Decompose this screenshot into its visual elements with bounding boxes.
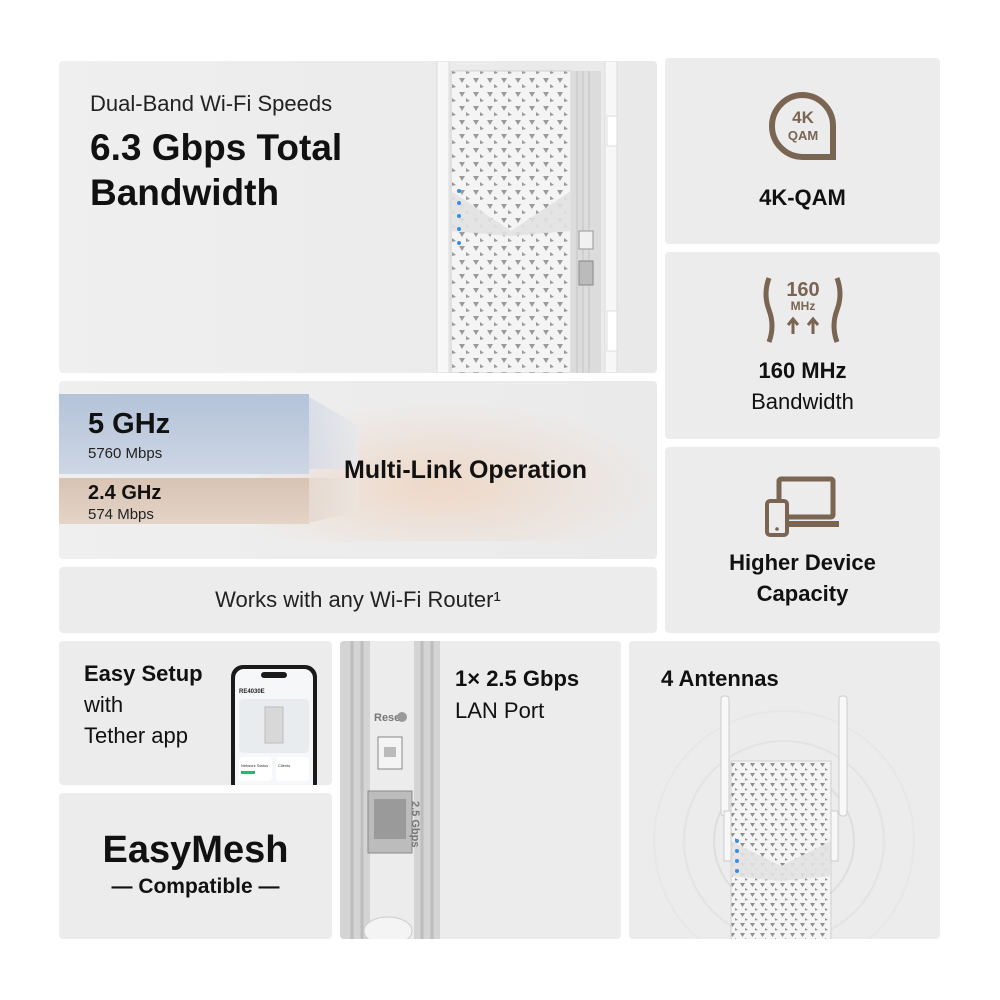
setup-line3: Tether app <box>84 723 188 748</box>
qam-icon-bottom: QAM <box>788 128 818 143</box>
lan-port-closeup-image: Reset 2.5 Gbps <box>340 641 440 939</box>
easymesh-card: EasyMesh — Compatible — <box>59 793 332 939</box>
bandwidth-subtitle: Dual-Band Wi-Fi Speeds <box>90 91 333 116</box>
easy-setup-card: Easy Setup with Tether app RE4030E Netwo… <box>59 641 332 785</box>
band-24ghz-speed: 574 Mbps <box>88 506 154 523</box>
router-compat-card: Works with any Wi-Fi Router¹ <box>59 567 657 633</box>
lan-port-card: Reset 2.5 Gbps 1× 2.5 Gbps LAN Port <box>340 641 621 939</box>
device-label-line2: Capacity <box>756 581 849 606</box>
qam-icon: 4K QAM <box>769 91 836 160</box>
phone-app-image: RE4030E Network Status Clients <box>231 665 317 785</box>
lan-line2: LAN Port <box>455 698 545 723</box>
channel-width-icon: 160 MHz <box>763 277 843 343</box>
easymesh-subtitle: — Compatible — <box>111 875 280 898</box>
antennas-card: 4 Antennas <box>629 641 940 939</box>
antennas-title: 4 Antennas <box>661 666 779 691</box>
reset-label: Reset <box>374 712 404 724</box>
easymesh-title: EasyMesh <box>102 829 289 871</box>
bandwidth-card: Dual-Band Wi-Fi Speeds 6.3 Gbps Total Ba… <box>59 61 657 373</box>
mhz-label-line2: Bandwidth <box>751 389 854 414</box>
phone-app-label1: Network Status <box>241 763 268 768</box>
devices-icon <box>765 476 839 537</box>
mhz-icon-top: 160 <box>786 279 819 301</box>
mhz-label-line1: 160 MHz <box>758 358 847 383</box>
mhz-label: 160 MHz Bandwidth <box>665 355 940 417</box>
phone-app-label2: Clients <box>278 763 290 768</box>
mlo-card: 5 GHz 5760 Mbps 2.4 GHz 574 Mbps Multi-L… <box>59 381 657 559</box>
band-5ghz-speed: 5760 Mbps <box>88 445 163 462</box>
mhz-icon-bottom: MHz <box>791 299 816 313</box>
qam-icon-top: 4K <box>792 108 814 127</box>
router-compat-text: Works with any Wi-Fi Router¹ <box>215 587 501 612</box>
lan-line1: 1× 2.5 Gbps <box>455 666 580 691</box>
setup-line1: Easy Setup <box>84 661 203 686</box>
qam-card: 4K QAM 4K-QAM <box>665 58 940 244</box>
device-label-line1: Higher Device <box>729 550 876 575</box>
band-24ghz: 2.4 GHz 574 Mbps <box>59 478 309 524</box>
band-24ghz-name: 2.4 GHz <box>88 482 162 504</box>
antennas-device-image <box>653 695 915 939</box>
mhz-card: 160 MHz 160 MHz Bandwidth <box>665 252 940 439</box>
band-5ghz: 5 GHz 5760 Mbps <box>59 394 309 474</box>
device-label: Higher Device Capacity <box>665 547 940 609</box>
qam-label: 4K-QAM <box>759 185 846 210</box>
bandwidth-headline: 6.3 Gbps Total Bandwidth <box>90 127 343 213</box>
band-5ghz-name: 5 GHz <box>88 408 171 440</box>
setup-line2: with <box>84 692 124 717</box>
device-capacity-card: Higher Device Capacity <box>665 447 940 633</box>
mlo-title: Multi-Link Operation <box>344 456 588 484</box>
phone-app-title: RE4030E <box>239 689 265 695</box>
port-speed-label: 2.5 Gbps <box>409 801 421 847</box>
extender-device-image <box>436 61 618 373</box>
